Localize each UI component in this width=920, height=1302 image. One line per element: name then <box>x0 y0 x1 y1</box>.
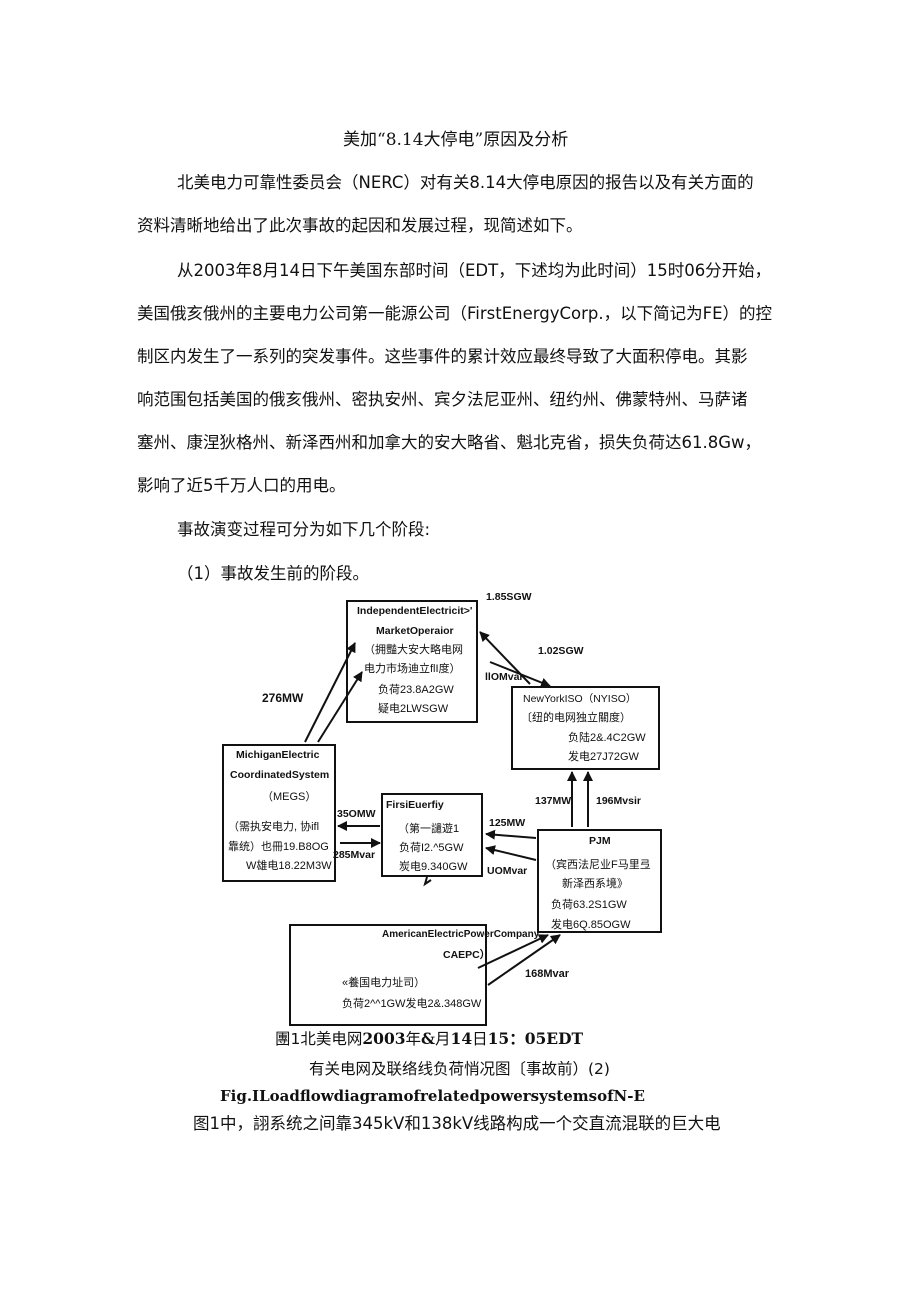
flow-label: 285Mvar <box>333 849 375 861</box>
megs-desc: （需执安电力, 协ifl <box>228 819 319 833</box>
nyiso-load: 负陆2&.4C2GW <box>568 730 646 744</box>
document-title: 美加“8.14大停电”原因及分析 <box>343 130 569 150</box>
flow-arrow <box>485 829 537 840</box>
imo-desc: （拥豔大安大略电网 <box>364 642 463 656</box>
aep-name: AmericanElectricPowerCompany <box>382 929 540 940</box>
flow-label: llOMvar <box>485 671 524 683</box>
figure-caption-en: Fig.ILoadflowdiagramofrelatedpowersystem… <box>220 1087 645 1105</box>
paragraph-line: 从2003年8月14日下午美国东部时间（EDT，下述均为此时间）15时06分开始… <box>177 261 772 280</box>
figure-caption-cn-2: 有关电网及联络线负荷悄况图〔事故前）(2) <box>309 1060 610 1078</box>
megs-name-2: CoordinatedSystem <box>230 769 329 781</box>
nyiso-desc: 〔纽的电网独立關度） <box>521 710 631 724</box>
pjm-box <box>537 829 662 933</box>
paragraph-line: 影响了近5千万人口的用电。 <box>137 476 346 495</box>
paragraph-line: 图1中，詡系统之间靠345kV和138kV线路构成一个交直流混联的巨大电 <box>193 1114 721 1133</box>
pjm-gen: 发电6Q.85OGW <box>551 917 631 931</box>
aep-box <box>289 924 487 1026</box>
flow-label: 168Mvar <box>525 968 570 980</box>
paragraph-line: （1）事故发生前的阶段。 <box>177 564 369 583</box>
fe-load: 负荷I2.^5GW <box>399 840 464 854</box>
nyiso-box <box>511 686 660 770</box>
aep-load-gen: 负荷2^^1GW发电2&.348GW <box>342 996 482 1010</box>
flow-arrow <box>489 661 551 688</box>
fe-name: FirsiEuerfiy <box>386 799 444 811</box>
pjm-desc: （宾西法尼业F马里弖 <box>545 857 651 871</box>
flow-label: 35OMW <box>337 808 376 820</box>
imo-name-2: MarketOperaior <box>376 625 454 637</box>
paragraph-line: 塞州、康涅狄格州、新泽西州和加拿大的安大略省、魁北克省，损失负荷达61.8Gw， <box>137 433 762 452</box>
pjm-name: PJM <box>589 835 611 847</box>
paragraph-line: 资料清晰地给出了此次事故的起因和发展过程，现简述如下。 <box>137 216 583 235</box>
megs-abbr: （MEGS） <box>262 790 316 803</box>
imo-load: 负荷23.8A2GW <box>378 682 454 696</box>
flow-label: 196Mvsir <box>596 795 641 807</box>
paragraph-line: 响范围包括美国的俄亥俄州、密执安州、宾夕法尼亚州、纽约州、佛蒙特州、马萨诸 <box>137 390 748 409</box>
flow-arrow <box>317 671 363 743</box>
flow-arrow <box>304 642 356 743</box>
flow-label: 1.02SGW <box>538 645 584 657</box>
megs-gen: W雄电18.22M3W <box>246 858 332 872</box>
pjm-desc-2: 新泽西系境》 <box>562 876 628 890</box>
fe-gen: 炭电9.340GW <box>399 860 468 873</box>
nyiso-gen: 发电27J72GW <box>568 749 640 763</box>
imo-desc-2: 电力市场迪立flI度） <box>364 661 461 675</box>
flow-label: 137MW <box>535 795 571 807</box>
megs-load: 靠统）也冊19.B8OG <box>228 839 329 853</box>
imo-box <box>346 600 478 723</box>
flow-label: 125MW <box>489 817 525 829</box>
megs-name: MichiganElectric <box>236 749 320 761</box>
figure-caption-cn: 團1北美电网2003年&月14日15：05EDT <box>275 1029 584 1048</box>
fe-desc: （第一譴遊1 <box>398 821 459 835</box>
paragraph-line: 制区内发生了一系列的突发事件。这些事件的累计效应最终导致了大面积停电。其影 <box>137 347 748 366</box>
paragraph-line: 美国俄亥俄州的主要电力公司第一能源公司（FirstEnergyCorp.，以下简… <box>137 304 773 323</box>
fe-box <box>381 793 483 877</box>
aep-desc: «養国电力址司） <box>342 975 425 989</box>
aep-abbr: CAEPC） <box>443 948 490 961</box>
paragraph-line: 事故演变过程可分为如下几个阶段: <box>177 520 431 539</box>
nyiso-name: NewYorkISO（NYISO） <box>523 693 636 705</box>
flow-arrow <box>477 934 549 969</box>
flow-arrow <box>485 845 537 861</box>
imo-name: IndependentElectricit>' <box>357 605 472 617</box>
flow-label: UOMvar <box>487 865 527 877</box>
megs-box <box>222 744 336 882</box>
flow-label: 1.85SGW <box>486 591 532 603</box>
pjm-load: 负荷63.2S1GW <box>551 897 627 911</box>
paragraph-line: 北美电力可靠性委员会（NERC）对有关8.14大停电原因的报告以及有关方面的 <box>177 173 754 192</box>
imo-gen: 疑电2LWSGW <box>378 702 449 715</box>
flow-label: 276MW <box>262 691 304 705</box>
